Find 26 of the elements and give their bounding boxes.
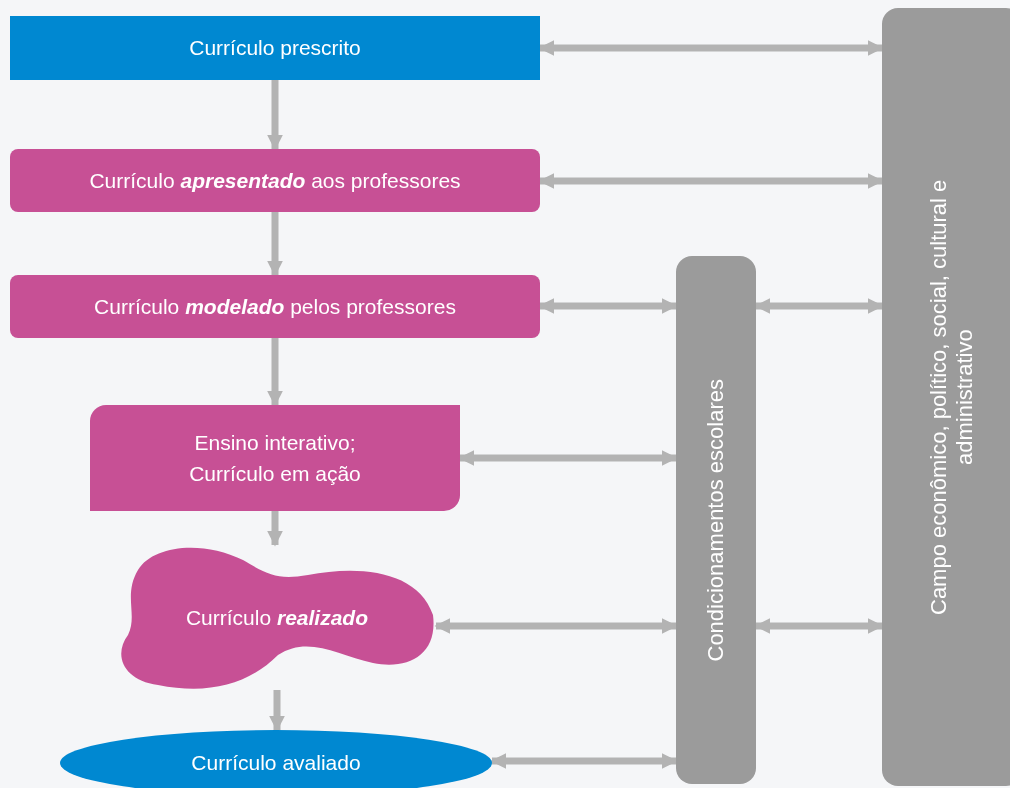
node-label: Currículo realizado (185, 604, 369, 631)
double-arrow (538, 173, 884, 189)
double-arrow (754, 618, 884, 634)
double-arrow (267, 338, 283, 407)
bar-label: Condicionamentos escolares (702, 378, 729, 662)
double-arrow (538, 298, 678, 314)
double-arrow (267, 80, 283, 151)
bar-label: Campo econômico, político, social, cultural e administrativo (925, 178, 978, 617)
process-box (10, 149, 540, 212)
node-label: Currículo apresentado aos professores (89, 167, 461, 194)
double-arrow (267, 511, 283, 547)
node-label: Currículo modelado pelos professores (94, 293, 456, 320)
double-arrow (754, 298, 884, 314)
double-arrow (458, 450, 678, 466)
node-label: Currículo avaliado (191, 750, 361, 777)
process-box (10, 16, 540, 80)
process-box (90, 405, 460, 511)
node-label: Ensino interativo; Currículo em ação (188, 429, 362, 487)
double-arrow (434, 618, 678, 634)
double-arrow (269, 690, 285, 732)
process-box (10, 275, 540, 338)
vertical-bar (676, 256, 756, 784)
double-arrow (267, 212, 283, 277)
vertical-bar (882, 8, 1010, 786)
node-label: Currículo prescrito (189, 35, 361, 62)
double-arrow (490, 753, 678, 769)
